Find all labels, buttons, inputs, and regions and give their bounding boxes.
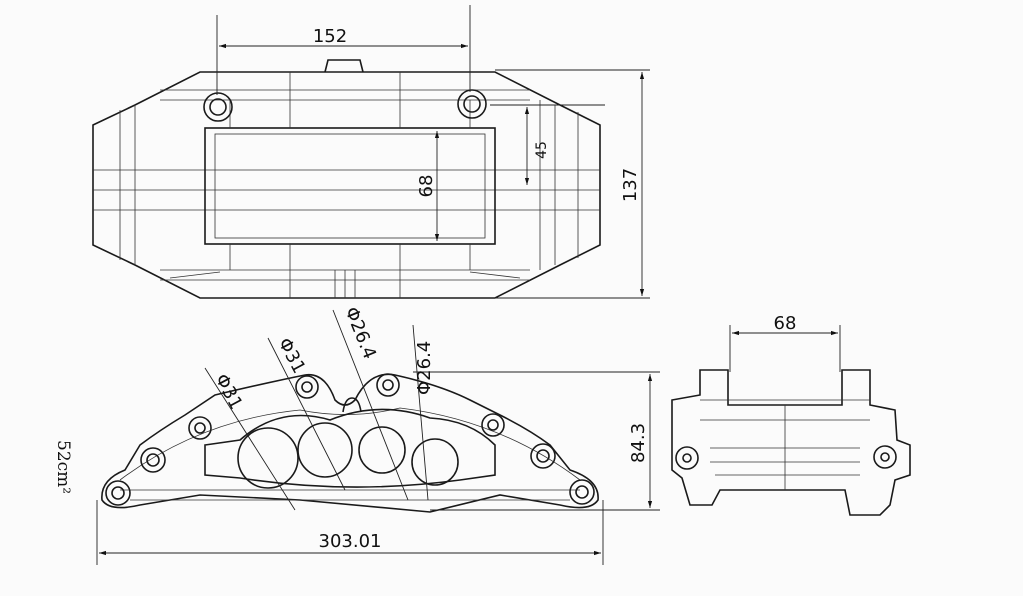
dim-height-label: 84.3 [628, 423, 649, 463]
dim-offset-label: 45 [534, 141, 550, 159]
side-view: 68 [671, 313, 911, 516]
top-view: 152 45 68 137 [92, 5, 650, 299]
piston-2-label: Φ31 [274, 334, 310, 377]
area-note: 52cm² [53, 440, 73, 494]
piston-1-label: Φ31 [211, 370, 247, 413]
dim-width-label: 152 [313, 26, 347, 47]
piston-4-label: Φ26.4 [414, 341, 435, 395]
dim-pad-label: 68 [416, 175, 437, 198]
piston-3-label: Φ26.4 [340, 304, 380, 362]
front-view: Φ31 Φ31 Φ26.4 Φ26.4 303.01 84.3 52cm² [53, 304, 660, 565]
side-dim-width-label: 68 [774, 313, 797, 334]
dim-height-label: 137 [620, 168, 641, 202]
dim-length-label: 303.01 [319, 531, 382, 552]
bolt-holes [105, 373, 595, 506]
